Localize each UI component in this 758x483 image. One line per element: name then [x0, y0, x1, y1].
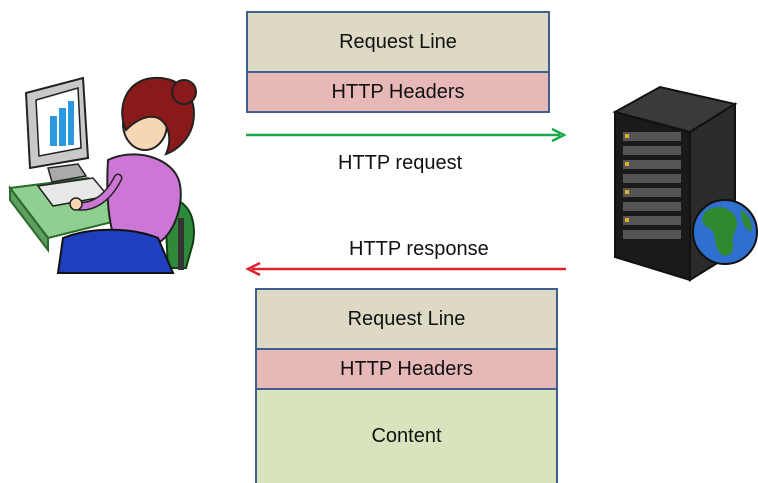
request-line-box: Request Line	[246, 11, 550, 73]
http-response-arrow	[245, 261, 566, 277]
response-line-box: Request Line	[255, 288, 558, 350]
request-headers-box: HTTP Headers	[246, 71, 550, 113]
request-headers-label: HTTP Headers	[331, 80, 465, 103]
response-headers-box: HTTP Headers	[255, 348, 558, 390]
http-request-arrow	[246, 127, 567, 143]
http-response-label: HTTP response	[349, 238, 489, 260]
server-with-globe-icon	[612, 85, 758, 282]
response-content-label: Content	[371, 425, 442, 447]
request-line-label: Request Line	[339, 30, 457, 53]
response-content-box: Content	[255, 388, 558, 483]
http-request-label: HTTP request	[338, 152, 463, 174]
response-headers-label: HTTP Headers	[339, 357, 473, 380]
response-line-label: Request Line	[347, 307, 466, 330]
client-user-at-computer-icon	[8, 76, 197, 274]
